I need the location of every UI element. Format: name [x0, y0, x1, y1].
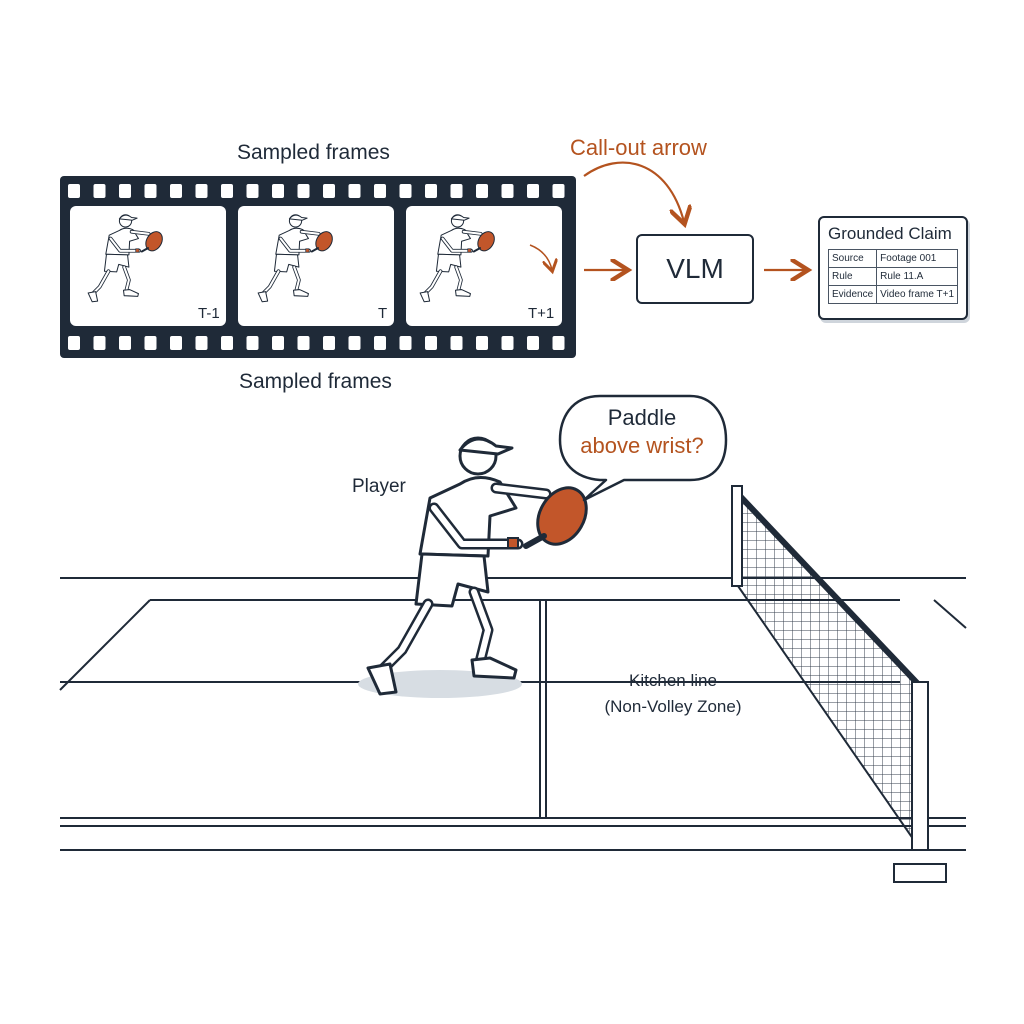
sprocket-hole: [476, 336, 488, 350]
grounded-claim-table: Source Footage 001 Rule Rule 11.A Eviden…: [827, 249, 958, 304]
sprocket-hole: [501, 184, 514, 198]
sprocket-hole: [221, 184, 233, 198]
table-row: Evidence Video frame T+1: [827, 285, 958, 304]
net-post-right: [911, 681, 929, 851]
sprocket-hole: [450, 336, 463, 350]
callout-arrow: [583, 161, 684, 222]
filmstrip: [60, 176, 576, 358]
sprocket-hole: [425, 336, 437, 350]
sprocket-hole: [450, 184, 463, 198]
filmstrip-title-top: Sampled frames: [237, 141, 390, 164]
kitchen-line-subtitle: (Non-Volley Zone): [604, 697, 742, 716]
sprocket-hole: [425, 184, 437, 198]
claim-value: Footage 001: [876, 249, 958, 268]
frame-player-3: [419, 214, 552, 303]
sprocket-hole: [119, 336, 131, 350]
sprocket-hole: [374, 336, 386, 350]
sprocket-hole: [552, 184, 565, 198]
sprocket-hole: [297, 184, 310, 198]
speech-bubble-text: Paddle above wrist?: [566, 404, 718, 460]
sprocket-hole: [348, 184, 361, 198]
claim-key: Source: [827, 249, 878, 268]
sprocket-hole: [399, 184, 412, 198]
speech-bubble: [558, 394, 728, 502]
sprocket-hole: [119, 184, 131, 198]
sprocket-hole: [399, 336, 412, 350]
film-sprocket-holes: [68, 184, 565, 350]
frame-tag-3: T+1: [528, 305, 555, 322]
net: [731, 485, 947, 883]
sprocket-hole: [246, 184, 259, 198]
claim-value: Video frame T+1: [876, 285, 958, 304]
sprocket-hole: [144, 184, 157, 198]
sprocket-hole: [144, 336, 157, 350]
sprocket-hole: [297, 336, 310, 350]
sprocket-hole: [348, 336, 361, 350]
sprocket-hole: [93, 184, 106, 198]
claim-key: Rule: [827, 267, 878, 286]
grounded-claim-title: Grounded Claim: [828, 224, 952, 243]
sprocket-hole: [246, 336, 259, 350]
sprocket-hole: [68, 336, 80, 350]
player-label: Player: [352, 476, 406, 497]
sprocket-hole: [68, 184, 80, 198]
sprocket-hole: [93, 336, 106, 350]
table-row: Source Footage 001: [827, 249, 958, 268]
filmstrip-title-bottom: Sampled frames: [239, 370, 392, 393]
sprocket-hole: [272, 336, 284, 350]
sprocket-hole: [323, 184, 335, 198]
sprocket-hole: [527, 336, 539, 350]
sprocket-hole: [195, 184, 208, 198]
sprocket-hole: [552, 336, 565, 350]
sprocket-hole: [527, 184, 539, 198]
sprocket-hole: [374, 184, 386, 198]
player-figure: [358, 436, 588, 698]
vlm-box: VLM: [636, 234, 754, 304]
callout-label: Call-out arrow: [570, 135, 707, 160]
frame-player-1: [87, 214, 163, 303]
claim-key: Evidence: [827, 285, 878, 304]
frame-t: [238, 206, 394, 326]
grounded-claim-card: Grounded Claim Source Footage 001 Rule R…: [818, 216, 968, 320]
kitchen-line-title: Kitchen line: [629, 671, 717, 690]
sprocket-hole: [501, 336, 514, 350]
sprocket-hole: [272, 184, 284, 198]
kitchen-line-label: Kitchen line (Non-Volley Zone): [588, 668, 758, 720]
frame-player-2: [257, 214, 333, 303]
sprocket-hole: [195, 336, 208, 350]
speech-line-2: above wrist?: [580, 433, 704, 458]
claim-value: Rule 11.A: [876, 267, 958, 286]
sprocket-hole: [221, 336, 233, 350]
sprocket-hole: [170, 336, 182, 350]
sprocket-hole: [170, 184, 182, 198]
net-post-left: [731, 485, 743, 587]
frame-tag-1: T-1: [198, 305, 220, 322]
speech-line-1: Paddle: [607, 405, 677, 430]
table-row: Rule Rule 11.A: [827, 267, 958, 286]
sprocket-hole: [476, 184, 488, 198]
vlm-label: VLM: [666, 253, 724, 284]
frame-tag-2: T: [378, 305, 388, 322]
sprocket-hole: [323, 336, 335, 350]
